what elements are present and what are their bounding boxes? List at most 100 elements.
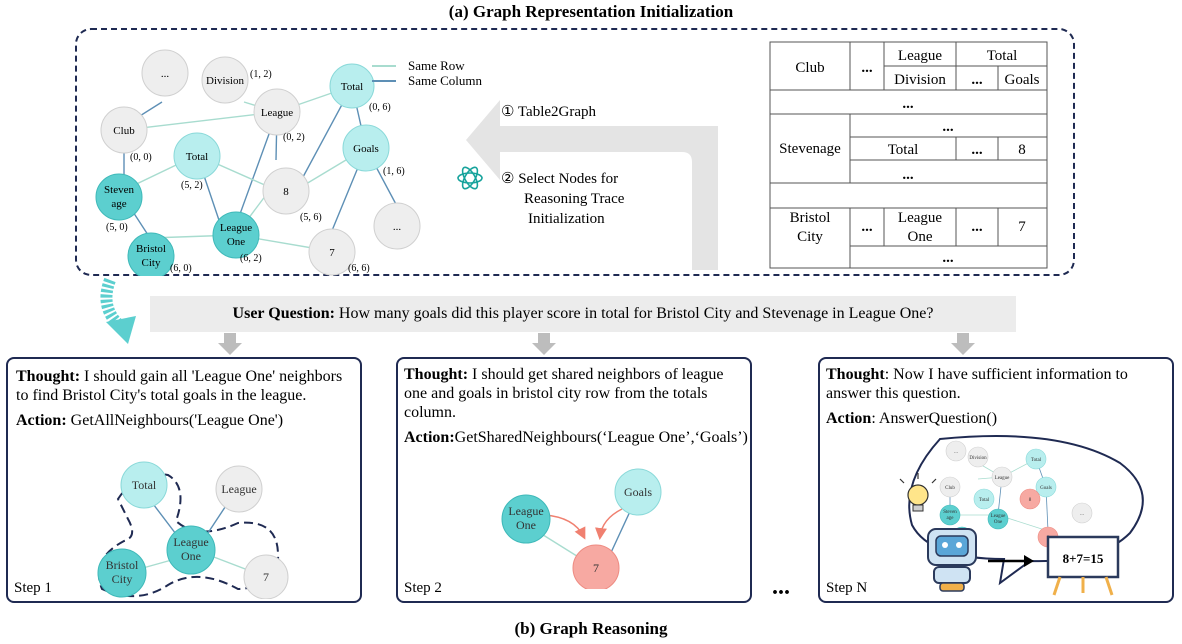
node-bristol-label-1: Bristol	[136, 243, 166, 255]
node-bristol-label-2: City	[142, 257, 161, 269]
coord-division: (1, 2)	[250, 69, 272, 80]
node-ellipsis-right-label: ...	[393, 221, 402, 233]
step-n-text: Thought: Now I have sufficient informati…	[826, 365, 1170, 428]
node-total-mid	[173, 132, 221, 180]
node-league-one-label-1: League	[220, 222, 252, 234]
s2-node-league-one-2: One	[516, 518, 536, 532]
node-ellipsis-top	[141, 49, 189, 97]
node-division-label: Division	[206, 75, 244, 87]
coord-total-top: (0, 6)	[369, 102, 391, 113]
step-2-text: Thought: I should get shared neighbors o…	[404, 365, 748, 447]
node-total-mid-label: Total	[186, 151, 208, 163]
step-n-action-label: Action	[826, 410, 872, 427]
sn-node-total: Total	[1031, 458, 1042, 463]
arrow-right-icon	[1024, 555, 1034, 567]
node-seven	[308, 228, 356, 276]
sn-node-total2: Total	[979, 498, 990, 503]
user-question-text: How many goals did this player score in …	[338, 305, 934, 322]
node-total-top	[329, 63, 375, 109]
coord-club: (0, 0)	[130, 152, 152, 163]
table-bristol-1: Bristol	[790, 210, 831, 226]
table-dots-1: ...	[861, 60, 873, 76]
step-2-thought: Thought: I should get shared neighbors o…	[404, 365, 748, 422]
down-arrow-1	[218, 333, 242, 355]
sn-node-club: Club	[945, 486, 955, 491]
down-arrow-2	[532, 333, 556, 355]
sn-node-dots2: ...	[1080, 512, 1084, 517]
node-stevenage-label-1: Steven	[104, 184, 134, 196]
whiteboard: 8+7=15	[1046, 535, 1120, 596]
steps-ellipsis: ...	[772, 574, 790, 600]
table-division: Division	[894, 72, 946, 88]
table-dots-9: ...	[942, 250, 954, 266]
step-n-action-text: : AnswerQuestion()	[871, 410, 998, 427]
s1-node-bristol-2: City	[112, 572, 133, 586]
down-arrow-3	[951, 333, 975, 355]
node-eight	[262, 167, 310, 215]
panel-a-title: (a) Graph Representation Initialization	[448, 2, 734, 21]
panel-b-title: (b) Graph Reasoning	[514, 619, 668, 638]
step-1-action-label: Action:	[16, 412, 67, 429]
table-dots-4: ...	[942, 119, 954, 135]
step-2-action-label: Action:	[404, 429, 455, 446]
s1-node-league-one-1: League	[173, 535, 208, 549]
sn-node-dots: ...	[954, 450, 958, 455]
step-2-thought-text: I should get shared neighbors of league …	[404, 366, 724, 421]
node-league-label: League	[261, 107, 293, 119]
coord-goals: (1, 6)	[383, 166, 405, 177]
node-division	[201, 56, 249, 104]
node-eight-label: 8	[283, 186, 289, 198]
node-league-one	[212, 211, 260, 259]
coord-eight: (5, 6)	[300, 212, 322, 223]
table-league-one-2: One	[908, 229, 933, 245]
sn-node-league: League	[995, 476, 1010, 481]
table-dots-3: ...	[902, 96, 914, 112]
step-1-thought-label: Thought:	[16, 368, 81, 385]
coord-bristol: (6, 0)	[170, 263, 192, 274]
s1-node-total: Total	[132, 478, 157, 492]
sn-node-division: Division	[969, 456, 987, 461]
s2-node-goals: Goals	[624, 485, 652, 499]
lightbulb-icon	[899, 473, 937, 512]
table-dots-8: ...	[971, 219, 983, 235]
step-2-panel: Thought: I should get shared neighbors o…	[396, 357, 752, 603]
step-2-action-text: GetSharedNeighbours(‘League One’,‘Goals’…	[454, 429, 748, 446]
openai-icon	[457, 166, 483, 190]
table-stevenage: Stevenage	[779, 141, 841, 157]
node-ellipsis-top-label: ...	[161, 68, 170, 80]
s1-node-seven: 7	[263, 570, 269, 584]
node-stevenage	[95, 173, 143, 221]
node-league	[253, 88, 301, 136]
panel-a-diagram: ... Division Total League Club Total Goa…	[95, 41, 1048, 276]
node-club	[100, 106, 148, 154]
s2-node-league-one-1: League	[508, 504, 543, 518]
table-goals: Goals	[1005, 72, 1040, 88]
step-2-graph: League One Goals 7	[501, 468, 662, 589]
node-stevenage-label-2: age	[111, 198, 126, 210]
step-2-label: Step 2	[404, 580, 442, 596]
table-club: Club	[795, 60, 824, 76]
node-total-top-label: Total	[341, 81, 363, 93]
source-table	[769, 41, 1048, 269]
step-n-label: Step N	[826, 580, 868, 596]
step-n-panel: Thought: Now I have sufficient informati…	[818, 357, 1174, 603]
node-bristol-city	[127, 232, 175, 276]
step-1-action-text: GetAllNeighbours('League One')	[70, 412, 284, 429]
coord-seven: (6, 6)	[348, 263, 370, 274]
table-eight: 8	[1018, 142, 1026, 158]
sn-node-goals: Goals	[1040, 486, 1052, 491]
s1-node-league: League	[221, 482, 256, 496]
robot-icon	[927, 528, 977, 592]
panel-a-frame	[75, 28, 1075, 276]
user-question-label: User Question:	[232, 305, 335, 322]
table-league-one-1: League	[898, 210, 942, 226]
sn-node-league-one-1: League	[991, 514, 1006, 519]
step-n-thought: Thought: Now I have sufficient informati…	[826, 365, 1170, 403]
step-n-illustration: ... Division Total League Club Total Goa…	[899, 435, 1144, 596]
node-goals-label: Goals	[353, 143, 379, 155]
table-dots-5: ...	[971, 142, 983, 158]
node-seven-label: 7	[329, 247, 335, 259]
coord-league-one: (6, 2)	[240, 253, 262, 264]
coord-stevenage: (5, 0)	[106, 222, 128, 233]
s2-node-seven: 7	[593, 561, 599, 575]
